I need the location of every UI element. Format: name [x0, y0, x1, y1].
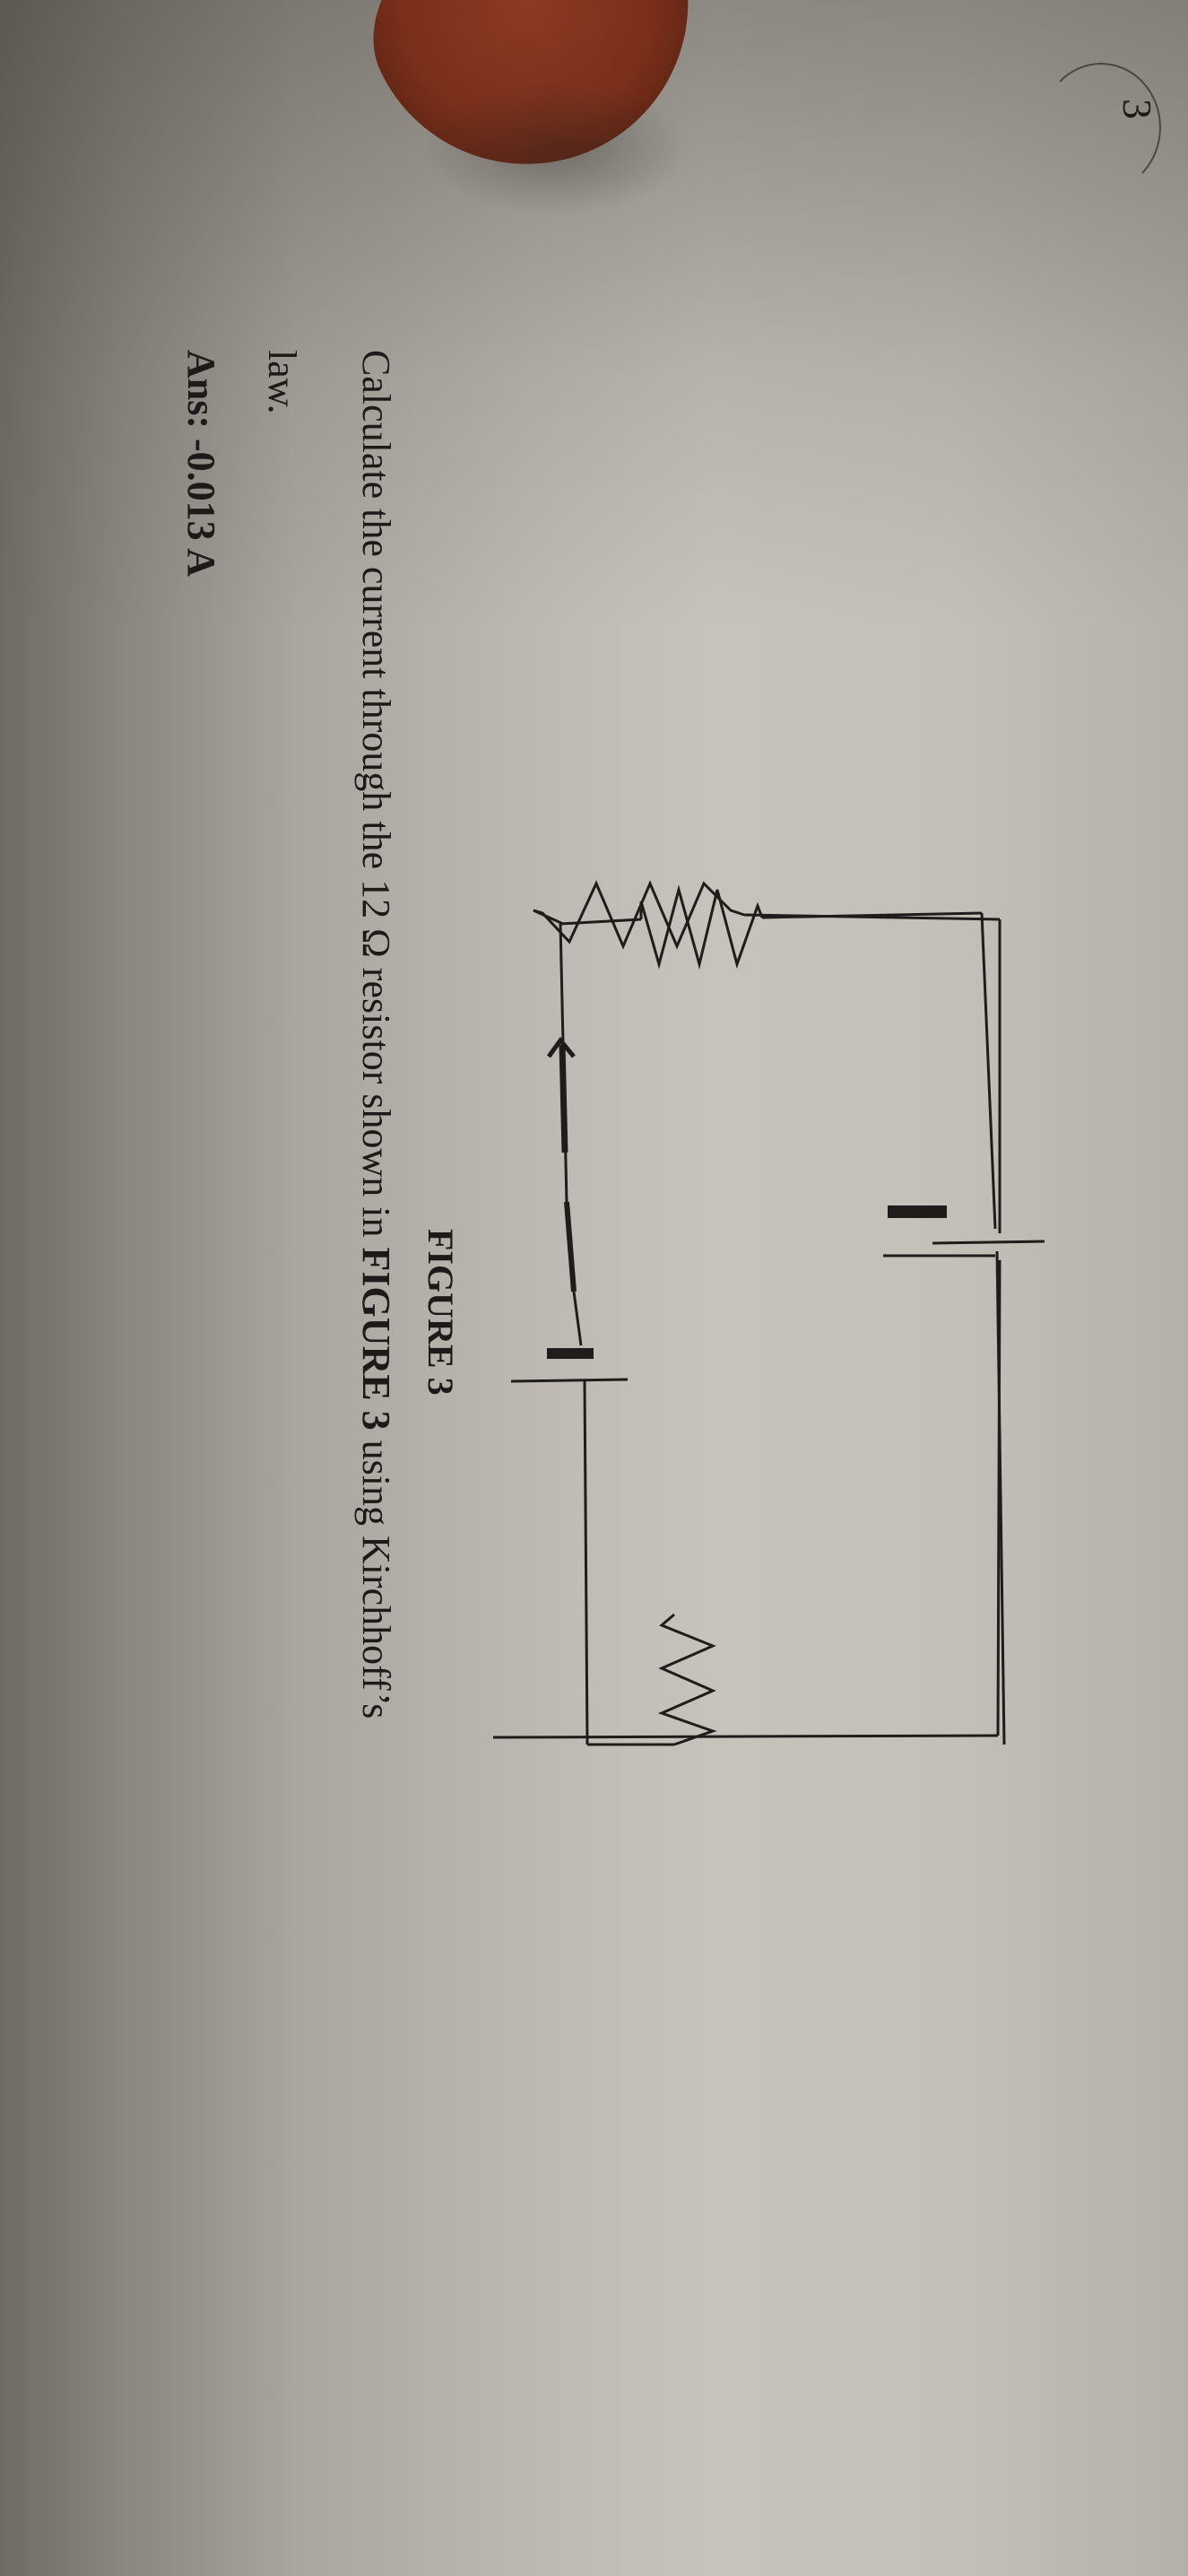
finger-shadow — [421, 81, 690, 215]
